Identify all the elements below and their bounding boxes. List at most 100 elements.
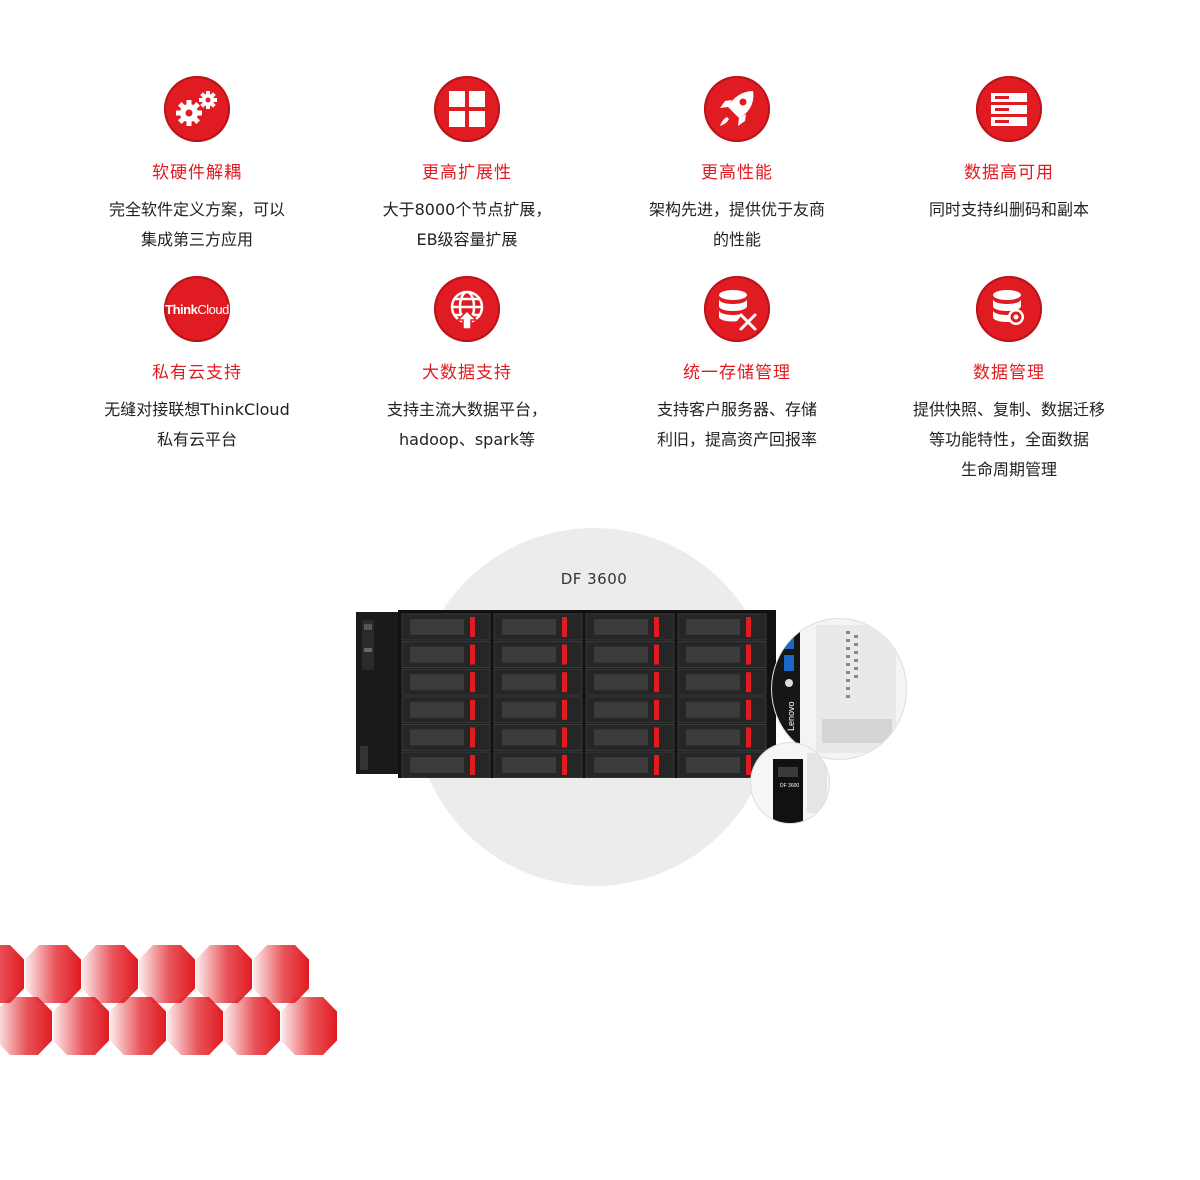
feature-description: 支持主流大数据平台， hadoop、spark等: [386, 400, 547, 449]
grid-expand-icon: [434, 76, 500, 142]
feature-description: 提供快照、复制、数据迁移 等功能特性，全面数据 生命周期管理: [912, 400, 1105, 479]
drive-bay-mesh: [410, 701, 464, 718]
drive-bay-mesh: [686, 646, 740, 663]
feature-title: 更高扩展性: [422, 163, 512, 183]
gears-icon: [164, 76, 230, 142]
drive-bay-latch: [470, 755, 475, 775]
hexagon: [0, 997, 52, 1055]
detail-zoom-ports: Lenovo: [771, 618, 907, 760]
feature-scalability: 更高扩展性 大于8000个节点扩展， EB级容量扩展: [332, 76, 602, 255]
drive-bay-mesh: [594, 757, 648, 773]
drive-bay-mesh: [410, 674, 464, 691]
drive-bay-latch: [746, 727, 751, 748]
feature-description: 无缝对接联想ThinkCloud 私有云平台: [104, 400, 290, 449]
drive-bay-mesh: [686, 701, 740, 718]
feature-data-management: 数据管理 提供快照、复制、数据迁移 等功能特性，全面数据 生命周期管理: [874, 276, 1144, 485]
drive-bay-latch: [746, 755, 751, 775]
feature-unified-storage: 统一存储管理 支持客户服务器、存储 利旧，提高资产回报率: [602, 276, 872, 455]
logo-cloud: Cloud: [197, 301, 229, 317]
drive-bay-latch: [470, 617, 475, 637]
hexagon: [196, 945, 252, 1003]
feature-description: 完全软件定义方案，可以 集成第三方应用: [108, 200, 285, 249]
feature-title: 数据管理: [973, 363, 1045, 383]
drive-bay-latch: [654, 617, 659, 637]
feature-performance: 更高性能 架构先进，提供优于友商 的性能: [602, 76, 872, 255]
hexagon: [0, 945, 24, 1003]
feature-availability: 数据高可用 同时支持纠删码和副本: [874, 76, 1144, 225]
drive-bay-mesh: [686, 729, 740, 746]
drive-bay-latch: [746, 672, 751, 693]
database-tools-icon: [704, 276, 770, 342]
rocket-icon: [704, 76, 770, 142]
drive-bay-latch: [562, 699, 567, 720]
drive-bay-mesh: [686, 757, 740, 773]
product-name: DF 3600: [560, 570, 628, 588]
hexagon-decoration: [0, 945, 337, 1055]
feature-bigdata: 大数据支持 支持主流大数据平台， hadoop、spark等: [332, 276, 602, 455]
drive-bay-latch: [470, 644, 475, 665]
detail-zoom-panel: DF 3600: [750, 742, 830, 824]
hexagon: [110, 997, 166, 1055]
feature-description: 大于8000个节点扩展， EB级容量扩展: [382, 200, 552, 249]
drive-bay-latch: [470, 699, 475, 720]
drive-bay-latch: [654, 755, 659, 775]
feature-private-cloud: ThinkCloud 私有云支持 无缝对接联想ThinkCloud 私有云平台: [62, 276, 332, 455]
drive-bay-latch: [470, 672, 475, 693]
drive-bay-mesh: [594, 646, 648, 663]
drive-bay-mesh: [502, 729, 556, 746]
drive-bay-mesh: [410, 646, 464, 663]
storage-chassis-image: [356, 610, 776, 778]
drive-bay-mesh: [594, 619, 648, 635]
logo-think: Think: [165, 301, 198, 317]
drive-bay-mesh: [686, 619, 740, 635]
drive-bay-latch: [470, 727, 475, 748]
hexagon: [82, 945, 138, 1003]
drive-bay-latch: [562, 672, 567, 693]
hexagon: [224, 997, 280, 1055]
drive-bay-mesh: [502, 757, 556, 773]
drive-bay-latch: [746, 617, 751, 637]
drive-bay-mesh: [502, 646, 556, 663]
database-gear-icon: [976, 276, 1042, 342]
hexagon: [281, 997, 337, 1055]
hexagon: [139, 945, 195, 1003]
drive-bay-mesh: [502, 619, 556, 635]
feature-description: 同时支持纠删码和副本: [928, 200, 1089, 219]
hexagon: [25, 945, 81, 1003]
feature-title: 更高性能: [701, 163, 773, 183]
drive-bay-latch: [562, 617, 567, 637]
hexagon: [53, 997, 109, 1055]
drive-bay-latch: [746, 699, 751, 720]
drive-bay-mesh: [502, 674, 556, 691]
thinkcloud-logo: ThinkCloud: [164, 276, 230, 342]
drive-bay-mesh: [502, 701, 556, 718]
drive-bay-mesh: [594, 674, 648, 691]
drive-bay-mesh: [594, 729, 648, 746]
server-list-icon: [976, 76, 1042, 142]
feature-title: 私有云支持: [152, 363, 242, 383]
hexagon: [167, 997, 223, 1055]
drive-bay-latch: [654, 727, 659, 748]
drive-bay-mesh: [410, 729, 464, 746]
drive-bay-latch: [654, 699, 659, 720]
drive-bay-latch: [562, 755, 567, 775]
brand-label: Lenovo: [786, 701, 796, 731]
drive-bay-mesh: [686, 674, 740, 691]
drive-bay-latch: [654, 644, 659, 665]
feature-title: 软硬件解耦: [152, 163, 242, 183]
feature-description: 支持客户服务器、存储 利旧，提高资产回报率: [656, 400, 817, 449]
panel-label: DF 3600: [780, 783, 799, 789]
drive-bay-latch: [746, 644, 751, 665]
drive-bay-mesh: [594, 701, 648, 718]
feature-decoupling: 软硬件解耦 完全软件定义方案，可以 集成第三方应用: [62, 76, 332, 255]
drive-bay-latch: [562, 727, 567, 748]
globe-upload-icon: [434, 276, 500, 342]
drive-bay-latch: [562, 644, 567, 665]
drive-bay-latch: [654, 672, 659, 693]
feature-title: 大数据支持: [422, 363, 512, 383]
drive-bay-mesh: [410, 757, 464, 773]
feature-title: 统一存储管理: [683, 363, 791, 383]
feature-description: 架构先进，提供优于友商 的性能: [648, 200, 825, 249]
feature-title: 数据高可用: [964, 163, 1054, 183]
drive-bay-mesh: [410, 619, 464, 635]
